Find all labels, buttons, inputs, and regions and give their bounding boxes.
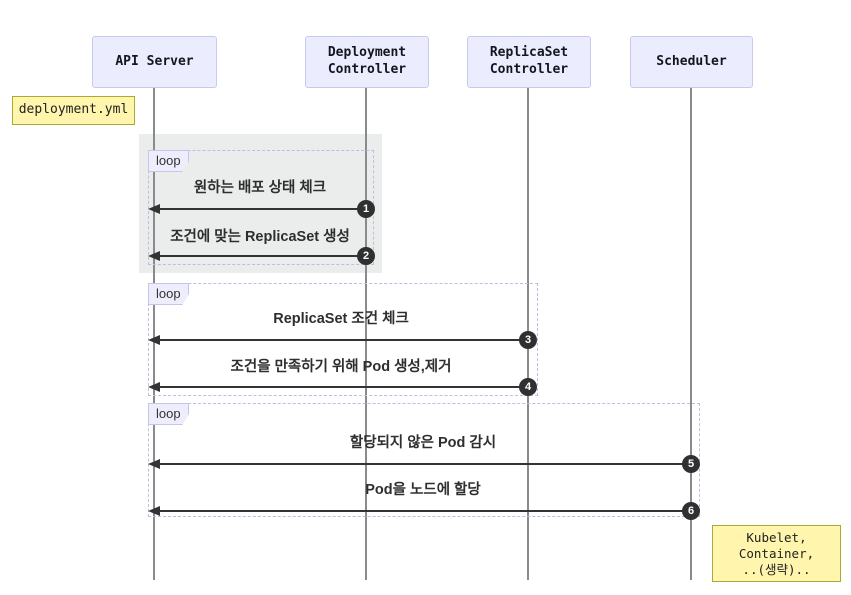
message-2-text: 조건에 맞는 ReplicaSet 생성 xyxy=(170,229,350,245)
lifeline-scheduler xyxy=(690,88,692,580)
message-3-text: ReplicaSet 조건 체크 xyxy=(273,311,409,327)
note-deployment-yml: deployment.yml xyxy=(12,96,135,125)
note-kubelet-container: Kubelet, Container, ..(생략).. xyxy=(712,525,841,582)
arrowhead-left-icon xyxy=(148,251,160,261)
message-4-arrow: 4 xyxy=(148,378,537,396)
message-1-number-badge: 1 xyxy=(357,200,375,218)
arrow-line xyxy=(157,386,528,388)
message-2-arrow: 2 xyxy=(148,247,375,265)
message-3-arrow: 3 xyxy=(148,331,537,349)
arrowhead-left-icon xyxy=(148,382,160,392)
arrow-line xyxy=(157,208,366,210)
loop-label: loop xyxy=(148,403,189,425)
arrowhead-left-icon xyxy=(148,335,160,345)
actor-label: Controller xyxy=(489,62,569,77)
note-line: Container, xyxy=(738,545,815,561)
actor-label: Controller xyxy=(327,62,407,77)
message-5-arrow: 5 xyxy=(148,455,700,473)
arrowhead-left-icon xyxy=(148,459,160,469)
message-6-text: Pod을 노드에 할당 xyxy=(365,482,481,498)
arrowhead-left-icon xyxy=(148,204,160,214)
actor-api-server: API Server xyxy=(92,36,217,88)
message-3-number-badge: 3 xyxy=(519,331,537,349)
lifeline-deployment-controller xyxy=(365,88,367,580)
actor-label: Scheduler xyxy=(656,53,727,69)
loop-label: loop xyxy=(148,283,189,305)
message-5-number-badge: 5 xyxy=(682,455,700,473)
loop-frame-2: loop xyxy=(148,283,538,396)
message-2-number-badge: 2 xyxy=(357,247,375,265)
message-5-text: 할당되지 않은 Pod 감시 xyxy=(349,435,497,451)
message-1-arrow: 1 xyxy=(148,200,375,218)
arrow-line xyxy=(157,339,528,341)
message-6-number-badge: 6 xyxy=(682,502,700,520)
note-line: ..(생략).. xyxy=(742,561,811,577)
arrow-line xyxy=(157,255,366,257)
lifeline-api-server xyxy=(153,88,155,580)
message-4-number-badge: 4 xyxy=(519,378,537,396)
message-1-text: 원하는 배포 상태 체크 xyxy=(193,180,327,196)
loop-label: loop xyxy=(148,150,189,172)
actor-replicaset-controller: ReplicaSet Controller xyxy=(467,36,591,88)
actor-label: Deployment xyxy=(327,45,407,61)
arrow-line xyxy=(157,510,691,512)
actor-label: API Server xyxy=(115,53,194,69)
actor-label: ReplicaSet xyxy=(489,45,569,61)
note-line: Kubelet, xyxy=(746,529,807,545)
message-6-arrow: 6 xyxy=(148,502,700,520)
arrowhead-left-icon xyxy=(148,506,160,516)
actor-scheduler: Scheduler xyxy=(630,36,753,88)
actor-deployment-controller: Deployment Controller xyxy=(305,36,429,88)
message-4-text: 조건을 만족하기 위해 Pod 생성,제거 xyxy=(230,359,452,375)
arrow-line xyxy=(157,463,691,465)
